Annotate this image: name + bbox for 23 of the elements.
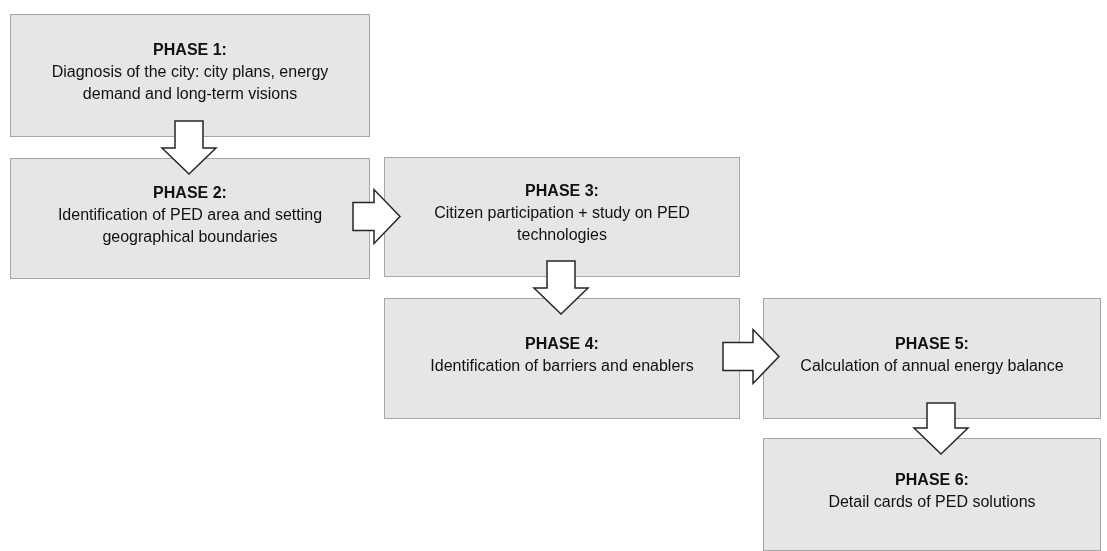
phase-heading: PHASE 4:	[525, 333, 599, 354]
process-box	[763, 298, 1101, 419]
phase-heading: PHASE 3:	[525, 181, 599, 201]
phase-description: Diagnosis of the city: city plans, energy demand and long-term visions	[50, 61, 330, 104]
block-arrow	[912, 402, 970, 456]
phase-description: Calculation of annual energy balance	[800, 355, 1064, 376]
phase-heading: PHASE 1:	[153, 39, 227, 60]
process-box	[384, 157, 740, 277]
phase-heading: PHASE 2:	[153, 182, 227, 203]
phase-heading: PHASE 6:	[895, 469, 969, 490]
phase-description: Identification of PED area and setting geographical boundaries	[56, 204, 324, 247]
block-arrow	[722, 327, 781, 386]
block-arrow	[532, 260, 590, 316]
phase-description: Detail cards of PED solutions	[828, 491, 1036, 512]
process-box	[384, 298, 740, 419]
phase-heading: PHASE 5:	[895, 333, 969, 354]
block-arrow	[352, 187, 402, 246]
process-box	[10, 158, 370, 279]
phase-description: Citizen participation + study on PED technologies	[433, 203, 691, 245]
process-box	[763, 438, 1101, 551]
process-box	[10, 14, 370, 137]
block-arrow	[160, 120, 218, 176]
phase-description: Identification of barriers and enablers	[430, 355, 694, 376]
